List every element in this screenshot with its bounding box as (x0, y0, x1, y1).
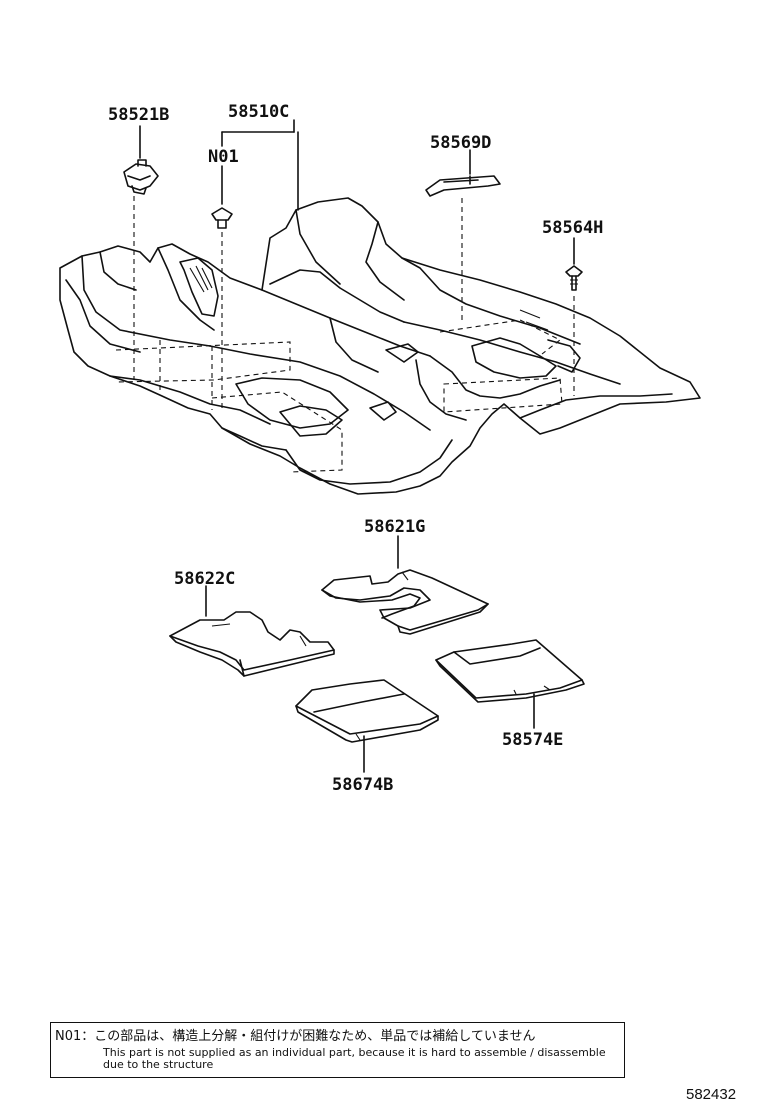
leader-lines (139, 119, 575, 773)
clip-58564H (565, 265, 583, 291)
label-58574E: 58574E (502, 730, 563, 750)
floor-mat-58621G (321, 569, 489, 635)
label-58564H: 58564H (542, 218, 603, 238)
label-N01: N01 (208, 147, 239, 167)
label-58674B: 58674B (332, 775, 393, 795)
label-58569D: 58569D (430, 133, 491, 153)
projection-lines (115, 196, 575, 473)
label-58510C: 58510C (228, 102, 289, 122)
floor-mat-58674B (295, 679, 439, 743)
floor-mat-58574E (435, 639, 585, 703)
floor-mat-58622C (169, 611, 335, 677)
note-japanese: N01：この部品は、構造上分解・組付けが困難なため、単品では補給していません (55, 1029, 536, 1044)
fastener-N01 (211, 207, 233, 229)
insulator-58569D (425, 175, 501, 197)
figure-id: 582432 (686, 1086, 737, 1103)
note-box: N01：この部品は、構造上分解・組付けが困難なため、単品では補給していません T… (50, 1022, 625, 1078)
label-58622C: 58622C (174, 569, 235, 589)
floor-carpet-main (59, 197, 701, 495)
clip-58521B (123, 159, 159, 195)
label-58621G: 58621G (364, 517, 425, 537)
part-labels: 58521B 58510C N01 58569D 58564H 58621G 5… (108, 102, 603, 795)
label-58521B: 58521B (108, 105, 169, 125)
note-english: This part is not supplied as an individu… (103, 1046, 606, 1071)
